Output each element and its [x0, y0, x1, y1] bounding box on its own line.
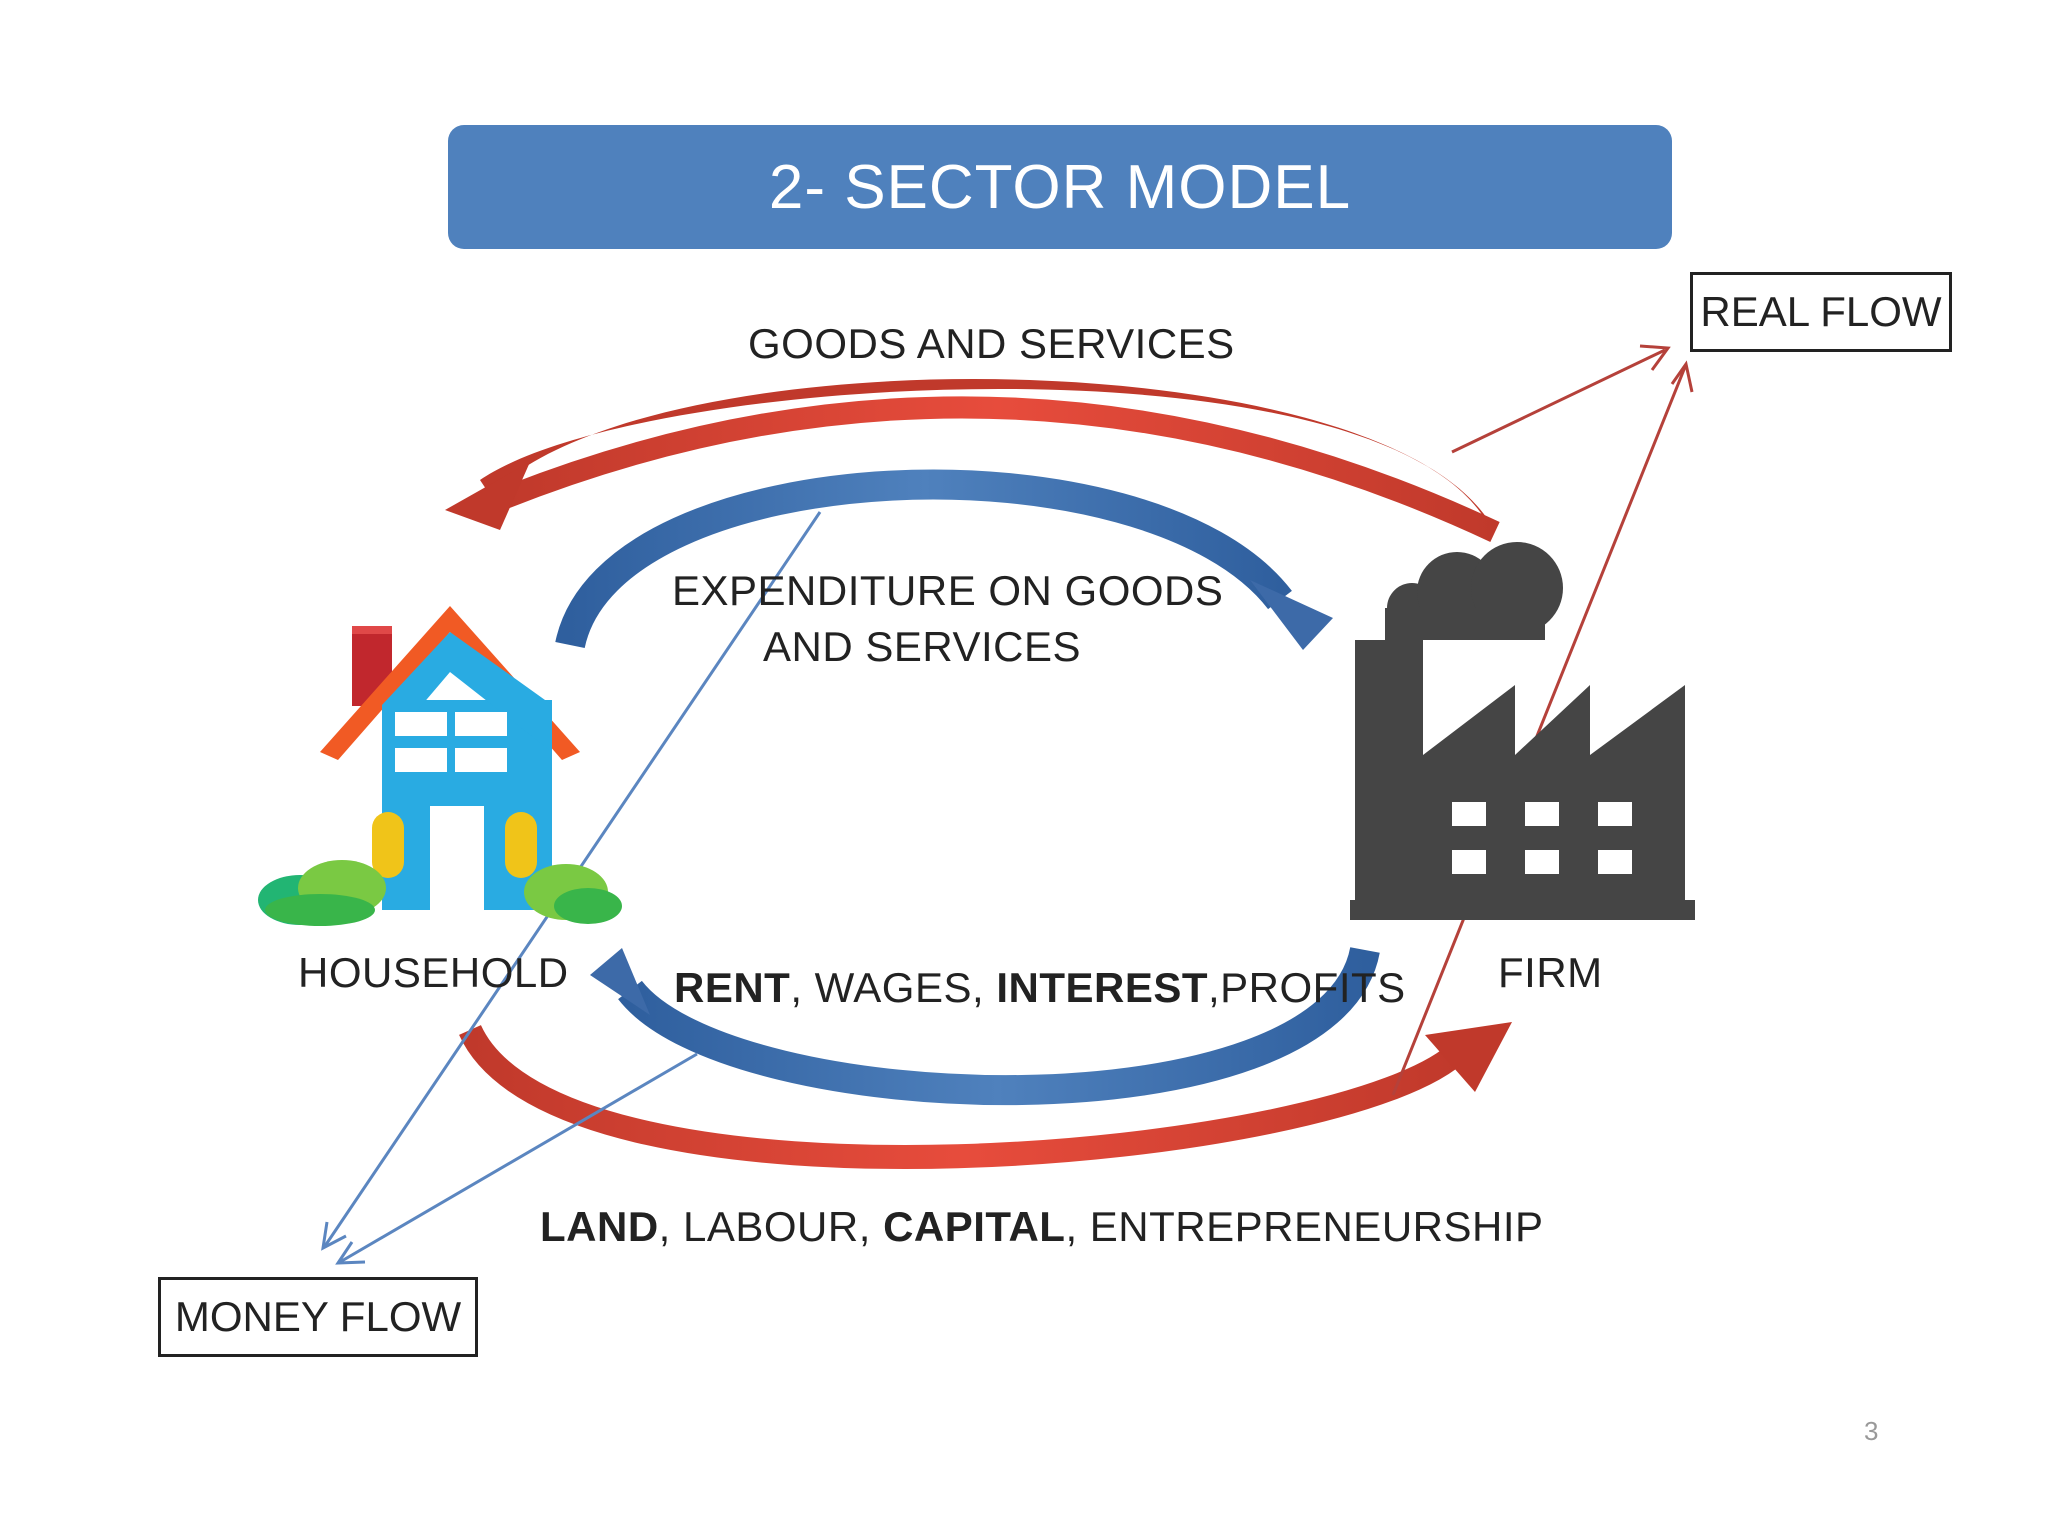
page-number: 3 [1864, 1416, 1879, 1446]
entrepreneurship-label: , ENTREPRENEURSHIP [1065, 1203, 1544, 1250]
interest-label: INTEREST [996, 964, 1208, 1011]
expenditure-label-line2: AND SERVICES [763, 623, 1081, 670]
wages-label: , WAGES, [790, 964, 997, 1011]
page-title: 2- SECTOR MODEL [768, 152, 1352, 222]
factor-payments-label: RENT, WAGES, INTEREST,PROFITS [674, 967, 1406, 1009]
real-flow-pointers [1391, 344, 1694, 1096]
household-label: HOUSEHOLD [298, 949, 569, 996]
real-flow-box: REAL FLOW [1690, 272, 1952, 352]
expenditure-arrow [555, 469, 1333, 650]
expenditure-label: EXPENDITURE ON GOODS AND SERVICES [672, 563, 1224, 675]
firm-label: FIRM [1498, 949, 1603, 996]
factor-services-arrow [459, 1022, 1512, 1169]
house-icon [258, 606, 622, 926]
goods-services-arrow [445, 379, 1500, 542]
capital-label: CAPITAL [883, 1203, 1066, 1250]
expenditure-label-line1: EXPENDITURE ON GOODS [672, 567, 1224, 614]
real-flow-label: REAL FLOW [1700, 288, 1942, 335]
title-banner: 2- SECTOR MODEL [448, 125, 1672, 249]
factor-payments-arrow [590, 946, 1380, 1106]
money-flow-box: MONEY FLOW [158, 1277, 478, 1357]
factory-icon [1350, 542, 1695, 920]
money-flow-label: MONEY FLOW [174, 1293, 462, 1340]
labour-label: , LABOUR, [658, 1203, 884, 1250]
rent-label: RENT [674, 964, 791, 1011]
land-label: LAND [540, 1203, 659, 1250]
profits-label: ,PROFITS [1208, 964, 1406, 1011]
factors-of-production-label: LAND, LABOUR, CAPITAL, ENTREPRENEURSHIP [540, 1206, 1544, 1248]
goods-services-label: GOODS AND SERVICES [748, 320, 1235, 367]
